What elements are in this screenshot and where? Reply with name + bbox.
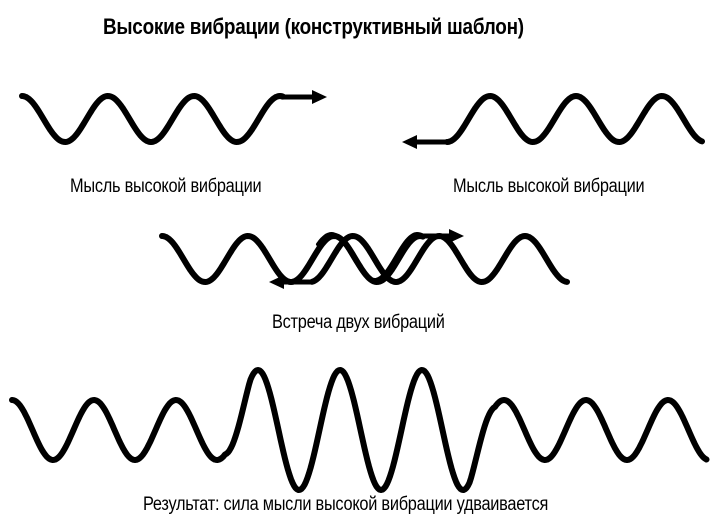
right-wave-label: Мысль высокой вибрации <box>453 176 645 197</box>
meeting-label: Встреча двух вибраций <box>272 312 445 333</box>
right-wave-curve <box>444 93 705 145</box>
arrow-right-icon <box>279 90 327 104</box>
left-wave-curve <box>19 93 286 145</box>
result-wave <box>9 367 710 493</box>
left-thought-wave <box>19 90 327 145</box>
meeting-waves <box>159 229 570 289</box>
result-label: Результат: сила мысли высокой вибрации у… <box>143 494 549 515</box>
result-wave-curve <box>9 367 710 493</box>
meeting-wave-leftward <box>309 233 570 285</box>
meeting-wave-overlap <box>316 232 424 282</box>
right-thought-wave <box>402 93 705 149</box>
left-wave-label: Мысль высокой вибрации <box>70 176 262 197</box>
arrow-left-icon <box>402 135 450 149</box>
arrow-right-icon <box>417 229 464 243</box>
arrow-left-icon <box>269 275 315 289</box>
diagram-title: Высокие вибрации (конструктивный шаблон) <box>103 14 524 39</box>
